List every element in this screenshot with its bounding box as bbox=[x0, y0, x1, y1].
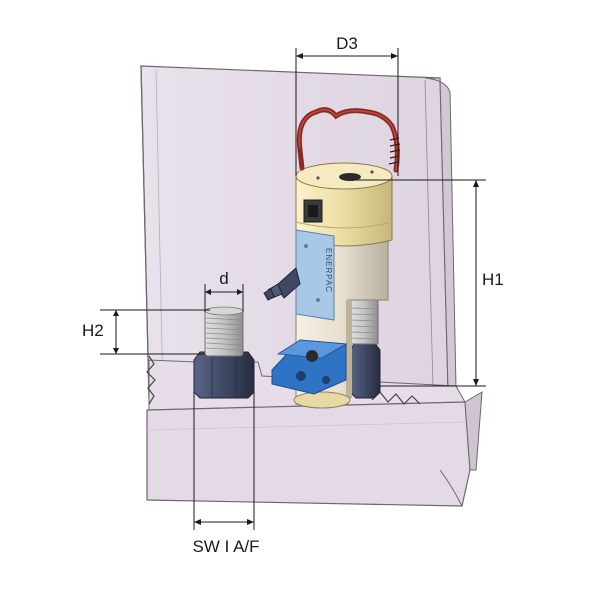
tensioner-stud bbox=[349, 299, 379, 345]
tensioner-nut bbox=[349, 341, 381, 399]
dimension-arrows bbox=[113, 53, 479, 525]
blue-base-block bbox=[271, 339, 348, 395]
hose-coupler bbox=[263, 267, 301, 301]
d-label: d bbox=[219, 269, 228, 288]
product-marking: ENERPAC bbox=[324, 248, 333, 293]
d3-label: D3 bbox=[336, 34, 358, 53]
hex-nut bbox=[193, 351, 255, 399]
stud-threads bbox=[205, 317, 243, 351]
bracket-base-front bbox=[146, 401, 471, 507]
cylinder-bore bbox=[339, 173, 361, 181]
stud-assembly bbox=[193, 306, 255, 399]
bolt-tensioner: ENERPAC bbox=[263, 107, 401, 409]
bracket-base-side bbox=[464, 391, 483, 471]
break-line-left bbox=[146, 355, 156, 405]
h1-label: H1 bbox=[482, 270, 504, 289]
dimension-lines bbox=[100, 48, 486, 530]
sw-af-label: SW I A/F bbox=[192, 537, 259, 556]
h2-label: H2 bbox=[82, 321, 104, 340]
